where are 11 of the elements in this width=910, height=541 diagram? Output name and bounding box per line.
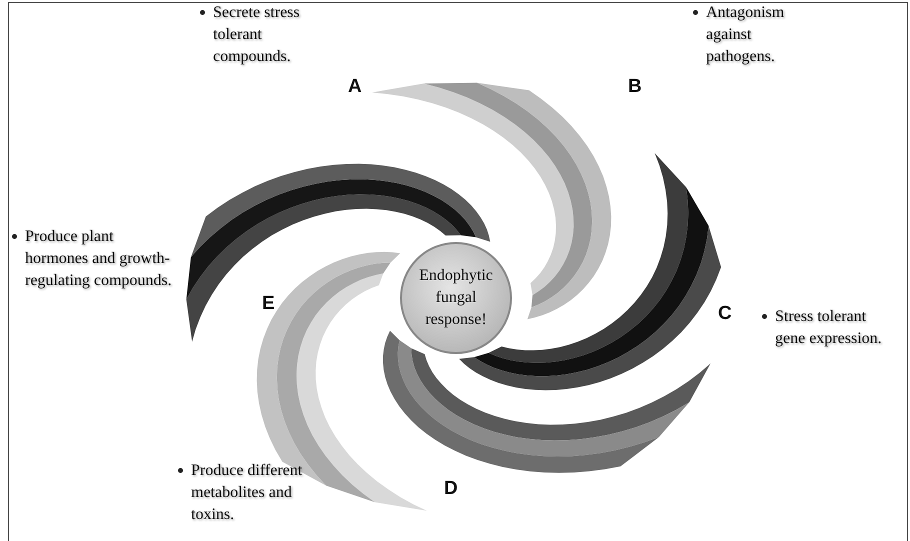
bullet-text: Produce plant hormones and growth-regulating compounds. [25,227,172,291]
bullet-text: Antagonism against pathogens. [706,3,786,67]
arm-letter: D [444,478,458,500]
arm-letter: B [628,76,642,98]
bullet-text: Stress tolerant gene expression. [775,307,883,349]
bullet-text: Produce different metabolites and toxins. [191,461,304,525]
arm-letter: A [348,76,362,98]
arm-letter: E [262,293,275,315]
arm-letter: C [718,303,732,325]
bullet-text: Secrete stress tolerant compounds. [213,3,301,67]
center-label: Endophytic fungal response! [418,266,494,330]
